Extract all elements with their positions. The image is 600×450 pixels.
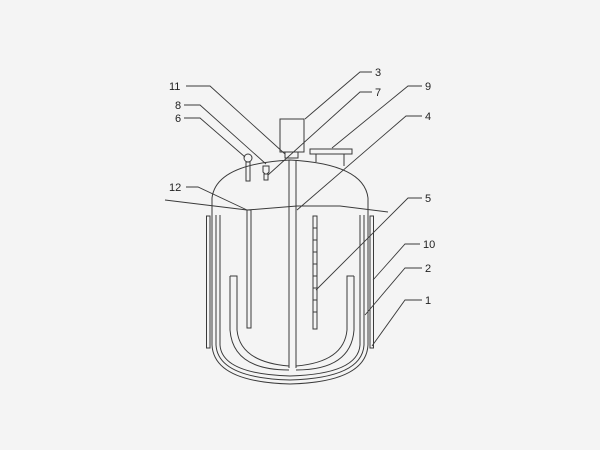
heating-coil bbox=[312, 215, 318, 330]
vessel-dome bbox=[211, 159, 369, 212]
leader-lines bbox=[184, 71, 422, 347]
valve bbox=[262, 165, 270, 181]
label-3: 3 bbox=[375, 67, 381, 79]
label-12: 12 bbox=[169, 182, 181, 194]
label-4: 4 bbox=[425, 111, 431, 123]
pressure-gauge bbox=[243, 153, 253, 182]
vessel-body bbox=[211, 205, 369, 385]
liquid-level-line bbox=[164, 199, 389, 213]
anchor-stirrer bbox=[229, 275, 355, 371]
manhole bbox=[309, 148, 353, 166]
label-11: 11 bbox=[169, 81, 180, 93]
label-10: 10 bbox=[423, 239, 435, 251]
label-1: 1 bbox=[425, 295, 431, 307]
label-7: 7 bbox=[375, 87, 381, 99]
label-8: 8 bbox=[175, 100, 181, 112]
label-2: 2 bbox=[425, 263, 431, 275]
heating-jacket bbox=[206, 215, 374, 349]
stirring-shaft bbox=[288, 160, 297, 368]
shaft-seal bbox=[284, 151, 299, 159]
probe-rod bbox=[246, 209, 252, 329]
label-6: 6 bbox=[175, 113, 181, 125]
label-5: 5 bbox=[425, 193, 431, 205]
label-9: 9 bbox=[425, 81, 431, 93]
motor bbox=[279, 118, 305, 153]
